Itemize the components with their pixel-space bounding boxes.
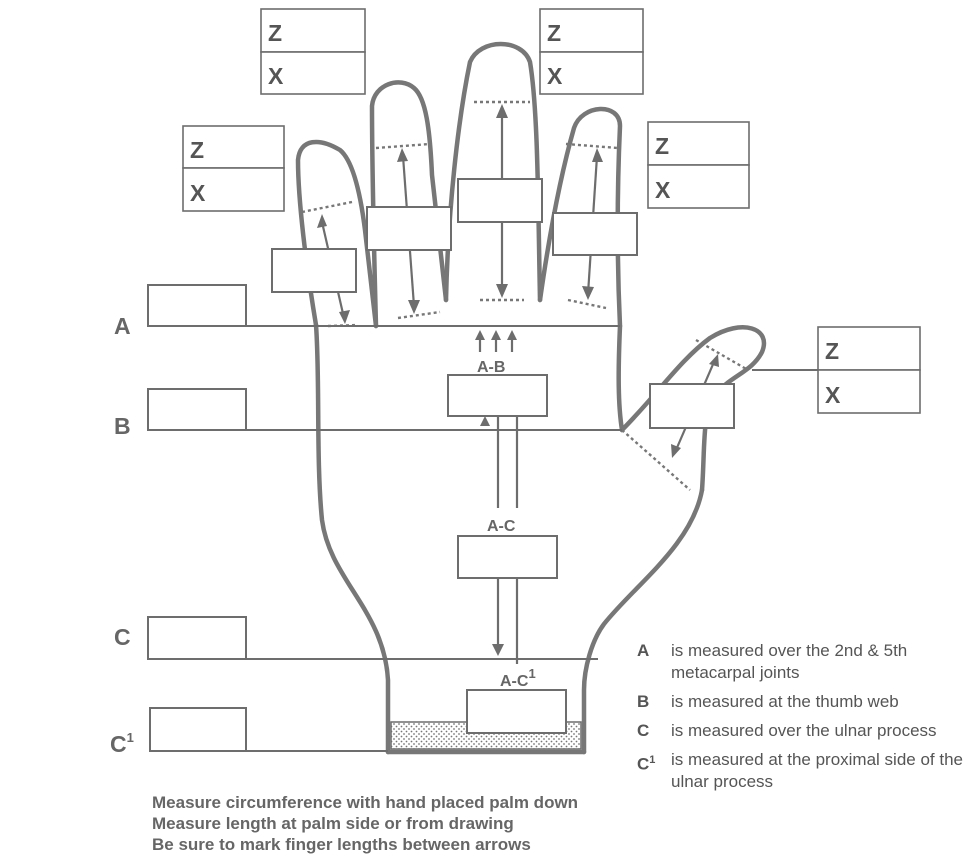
box-middle-finger[interactable] [458,179,542,222]
zx-3-x: X [547,63,563,89]
level-boxes [148,285,246,751]
instruction-line: Be sure to mark finger lengths between a… [152,834,622,855]
level-label-b: B [114,413,131,439]
box-a[interactable] [148,285,246,326]
box-ring-finger[interactable] [367,207,451,250]
box-a-c[interactable] [458,536,557,578]
zx-1-x: X [190,180,206,206]
segment-label-a-c1: A-C1 [500,666,536,690]
legend-item-c1: C1 is measured at the proximal side of t… [637,749,967,793]
box-little-finger[interactable] [272,249,356,292]
segment-label-a-c: A-C [487,518,516,535]
instruction-line: Measure length at palm side or from draw… [152,813,622,834]
zx-box-1: Z X [183,126,284,211]
zx-5-z: Z [825,338,839,364]
legend-text: is measured over the ulnar process [671,720,937,742]
zx-box-4: Z X [648,122,749,208]
legend-text: is measured at the proximal side of the … [671,749,967,793]
legend-key: C1 [637,749,671,793]
box-a-c1[interactable] [467,690,566,733]
zx-3-z: Z [547,20,561,46]
box-c1[interactable] [150,708,246,751]
legend-item-a: A is measured over the 2nd & 5th metacar… [637,640,967,684]
box-thumb[interactable] [650,384,734,428]
box-c[interactable] [148,617,246,659]
ab-arrows [475,330,517,352]
level-label-c: C [114,624,131,650]
legend-text: is measured at the thumb web [671,691,899,713]
zx-box-3: Z X [540,9,643,94]
legend-key: C [637,720,671,742]
box-a-b[interactable] [448,375,547,416]
box-b[interactable] [148,389,246,430]
zx-4-x: X [655,177,671,203]
level-label-c1: C1 [110,730,134,757]
legend: A is measured over the 2nd & 5th metacar… [637,640,967,800]
segment-label-a-b: A-B [477,359,505,376]
zx-2-z: Z [268,20,282,46]
legend-key: A [637,640,671,684]
zx-box-5: Z X [818,327,920,413]
instruction-line: Measure circumference with hand placed p… [152,792,622,813]
zx-box-2: Z X [261,9,365,94]
zx-5-x: X [825,382,841,408]
legend-text: is measured over the 2nd & 5th metacarpa… [671,640,967,684]
legend-item-b: B is measured at the thumb web [637,691,967,713]
level-label-a: A [114,313,131,339]
box-index-finger[interactable] [553,213,637,255]
zx-1-z: Z [190,137,204,163]
legend-key: B [637,691,671,713]
zx-2-x: X [268,63,284,89]
instructions: Measure circumference with hand placed p… [152,792,622,855]
zx-4-z: Z [655,133,669,159]
legend-item-c: C is measured over the ulnar process [637,720,967,742]
